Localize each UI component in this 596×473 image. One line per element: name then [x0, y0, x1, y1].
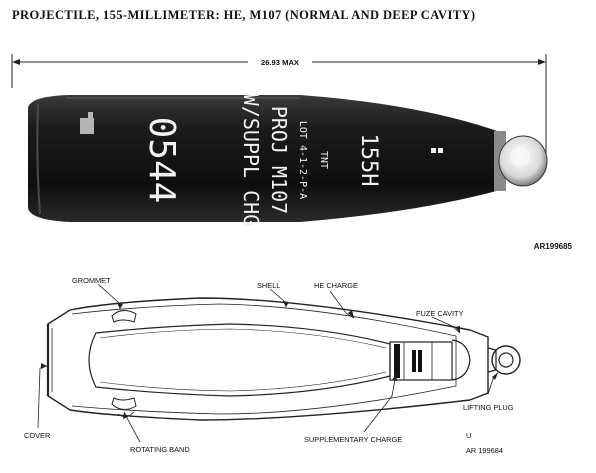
- supplementary-charge-box: [389, 341, 453, 381]
- stencil-mark-small: [431, 148, 436, 153]
- diagram-reference: AR 199684: [466, 446, 503, 455]
- grommet-shape: [111, 310, 137, 323]
- dimension-line: [11, 54, 547, 160]
- corner-mark: U: [466, 431, 471, 440]
- label-grommet: GROMMET: [72, 276, 111, 285]
- page-title: PROJECTILE, 155-MILLIMETER: HE, M107 (NO…: [12, 8, 476, 22]
- marking-model: PROJ M107: [267, 106, 291, 214]
- explosive-cavity: [88, 323, 391, 397]
- leader-arrowheads: [41, 301, 498, 419]
- lifting-plug-ring: [491, 345, 521, 375]
- label-he-charge: HE CHARGE: [314, 281, 358, 290]
- label-fuze-cavity: FUZE CAVITY: [416, 309, 464, 318]
- stencil-mark: [80, 118, 94, 134]
- marking-supplement: W/SUPPL CHG: [239, 94, 263, 226]
- label-supplementary-charge: SUPPLEMENTARY CHARGE: [304, 435, 402, 444]
- marking-caliber: 155H: [356, 134, 381, 187]
- label-cover: COVER: [24, 431, 50, 440]
- label-lifting-plug: LIFTING PLUG: [463, 403, 514, 412]
- dimension-label: 26.93 MAX: [261, 58, 299, 67]
- fuze-cavity-shape: [451, 339, 471, 381]
- projectile-photo: 0544 W/SUPPL CHG PROJ M107 LOT 4-1-2-P-A…: [28, 94, 548, 226]
- label-shell: SHELL: [257, 281, 280, 290]
- label-rotating-band: ROTATING BAND: [130, 445, 190, 454]
- photo-reference: AR199685: [534, 242, 573, 251]
- marking-number: 0544: [141, 117, 182, 204]
- marking-lot: LOT 4-1-2-P-A: [297, 121, 308, 199]
- marking-filler: TNT: [318, 151, 329, 169]
- rotating-band-shape: [111, 397, 137, 410]
